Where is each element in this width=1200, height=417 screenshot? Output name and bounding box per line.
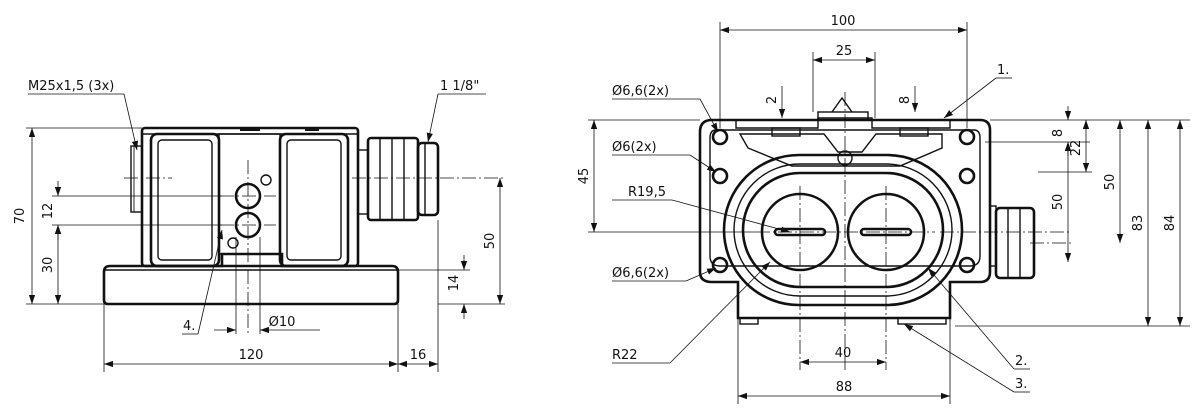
dim-83: 83 <box>1131 215 1146 232</box>
hole-6: Ø6(2x) <box>612 140 657 155</box>
front-screw-hole-r <box>958 167 976 185</box>
front-seal-outer <box>722 153 964 307</box>
side-base-plate <box>102 252 400 306</box>
dim-84: 84 <box>1163 215 1178 232</box>
front-top-latch <box>817 111 869 121</box>
thread-label: M25x1,5 (3x) <box>28 79 114 94</box>
side-view: 70 12 30 50 14 120 16 Ø10 M2 <box>13 79 505 372</box>
dim-12: 12 <box>41 203 56 220</box>
side-gland-body <box>366 136 420 222</box>
dim-16: 16 <box>410 348 427 363</box>
front-seal-inner <box>741 171 945 289</box>
radius-22: R22 <box>612 348 638 363</box>
dim-30: 30 <box>41 257 56 274</box>
callout-1: 1. <box>997 63 1009 78</box>
hole-66-top: Ø6,6(2x) <box>612 84 669 99</box>
dim-120: 120 <box>239 348 264 363</box>
callout-4: 4. <box>183 319 195 334</box>
dim-50-side: 50 <box>483 233 498 250</box>
hole-66-bottom: Ø6,6(2x) <box>612 266 669 281</box>
side-boss-left <box>149 132 221 268</box>
front-inner-frame <box>709 129 981 267</box>
dim-100: 100 <box>831 14 856 29</box>
dim-50-inner: 50 <box>1051 194 1066 211</box>
side-boss-right <box>278 132 350 268</box>
radius-195: R19,5 <box>628 185 666 200</box>
callout-2: 2. <box>1015 354 1027 369</box>
front-mount-hole-tl <box>711 128 729 146</box>
callout-3: 3. <box>1015 377 1027 392</box>
front-mount-hole-bl <box>711 256 729 274</box>
front-mount-hole-tr <box>958 128 976 146</box>
dim-8-right: 8 <box>1051 129 1066 137</box>
gland-label: 1 1/8" <box>440 79 479 94</box>
dim-88: 88 <box>836 380 853 395</box>
dim-40: 40 <box>835 346 852 361</box>
front-view: 100 25 2 8 8 22 50 50 83 84 45 <box>577 14 1190 404</box>
dim-22: 22 <box>1069 140 1084 157</box>
front-mount-hole-br <box>958 256 976 274</box>
dim-25: 25 <box>836 44 853 59</box>
side-left-stub <box>130 145 143 213</box>
dim-70: 70 <box>13 208 28 225</box>
front-screw-hole-l <box>711 167 729 185</box>
front-gland <box>994 206 1036 280</box>
side-housing <box>140 126 360 268</box>
dim-14: 14 <box>447 275 462 292</box>
dim-45: 45 <box>577 168 592 185</box>
dim-8-top: 8 <box>898 96 913 104</box>
side-gland-nut <box>416 141 440 217</box>
dim-50-right: 50 <box>1103 174 1118 191</box>
dim-d10: Ø10 <box>269 315 296 330</box>
dim-2: 2 <box>765 96 780 104</box>
